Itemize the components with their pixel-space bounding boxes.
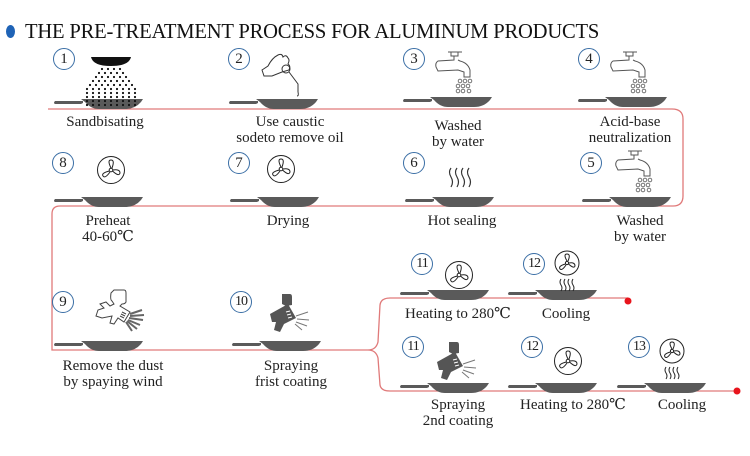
step-label-line: sodeto remove oil xyxy=(236,130,344,146)
steam-icon xyxy=(446,166,476,195)
frying-pan-icon xyxy=(398,285,490,306)
frying-pan-icon xyxy=(580,192,672,213)
air-gun-outline-icon xyxy=(92,288,147,343)
frying-pan-icon xyxy=(230,336,322,357)
step-number-badge: 3 xyxy=(403,48,425,70)
frying-pan-icon xyxy=(506,378,598,399)
frying-pan-icon xyxy=(576,92,668,113)
step-label-line: Cooling xyxy=(541,306,591,322)
sandblast-nozzle-icon xyxy=(85,53,137,118)
step-number-badge: 12 xyxy=(521,336,543,358)
step-label: Cooling xyxy=(486,306,646,322)
step-label-line: Washed xyxy=(616,213,664,229)
step-label-line: neutralization xyxy=(588,130,672,146)
step-label: Heating to 280℃ xyxy=(378,306,538,322)
step-label-line: Use caustic xyxy=(255,114,325,130)
step-label-line: by water xyxy=(431,134,485,150)
frying-pan-icon xyxy=(398,378,490,399)
step-label-line: by water xyxy=(613,229,667,245)
frying-pan-icon xyxy=(52,192,144,213)
end-dot-branch-a xyxy=(624,297,632,305)
step-number-badge: 12 xyxy=(523,253,545,275)
step-label: Drying xyxy=(208,213,368,229)
fan-icon xyxy=(96,155,126,190)
step-label-line: Drying xyxy=(266,213,310,229)
step-label-line: Spraying xyxy=(430,397,486,413)
step-number-badge: 5 xyxy=(580,152,602,174)
step-label-line: Sandbisating xyxy=(66,114,144,130)
hand-dropper-icon xyxy=(258,52,303,105)
faucet-water-icon xyxy=(609,49,657,102)
step-number-badge: 4 xyxy=(578,48,600,70)
step-label: Cooling xyxy=(602,397,750,413)
step-label-line: Heating to 280℃ xyxy=(520,397,626,413)
step-number-badge: 10 xyxy=(230,291,252,313)
page-title: THE PRE-TREATMENT PROCESS FOR ALUMINUM P… xyxy=(25,19,600,43)
step-label-line: 2nd coating xyxy=(422,413,494,429)
fan-steam-icon xyxy=(552,250,582,297)
step-number-badge: 13 xyxy=(628,336,650,358)
step-number-badge: 8 xyxy=(52,152,74,174)
step-label-line: frist coating xyxy=(254,374,328,390)
fan-steam-icon xyxy=(657,338,687,385)
step-label-line: Remove the dust xyxy=(62,358,164,374)
fan-icon xyxy=(444,260,474,295)
step-number-badge: 1 xyxy=(53,48,75,70)
step-label-line: by spaying wind xyxy=(63,374,163,390)
step-label-line: Heating to 280℃ xyxy=(405,306,511,322)
step-label: Hot sealing xyxy=(382,213,542,229)
step-number-badge: 11 xyxy=(411,253,433,275)
step-label-line: Washed xyxy=(434,118,482,134)
step-label-line: Preheat xyxy=(85,213,131,229)
step-label-line: 40-60℃ xyxy=(82,229,134,245)
faucet-water-icon xyxy=(614,148,662,201)
frying-pan-icon xyxy=(52,94,144,115)
fan-icon xyxy=(266,154,296,189)
step-label-line: Acid-base xyxy=(599,114,661,130)
frying-pan-icon xyxy=(228,192,320,213)
spray-gun-icon xyxy=(427,340,477,395)
flow-path-main xyxy=(48,108,684,351)
step-number-badge: 6 xyxy=(403,152,425,174)
frying-pan-icon xyxy=(506,285,598,306)
frying-pan-icon xyxy=(52,336,144,357)
step-label-line: Spraying xyxy=(263,358,319,374)
frying-pan-icon xyxy=(401,92,493,113)
frying-pan-icon xyxy=(227,94,319,115)
frying-pan-icon xyxy=(615,378,707,399)
step-label-line: Hot sealing xyxy=(427,213,497,229)
step-number-badge: 7 xyxy=(228,152,250,174)
title-bullet-icon xyxy=(6,25,15,38)
flow-path-branch xyxy=(367,297,735,392)
step-label-line: Cooling xyxy=(657,397,707,413)
faucet-water-icon xyxy=(434,49,482,102)
frying-pan-icon xyxy=(403,192,495,213)
step-number-badge: 2 xyxy=(228,48,250,70)
spray-gun-icon xyxy=(260,292,310,347)
step-label: Heating to 280℃ xyxy=(493,397,653,413)
fan-icon xyxy=(553,346,583,381)
step-number-badge: 9 xyxy=(52,291,74,313)
title-row: THE PRE-TREATMENT PROCESS FOR ALUMINUM P… xyxy=(6,19,611,44)
step-label: Sandbisating xyxy=(25,114,185,130)
end-dot-branch-b xyxy=(733,387,741,395)
step-number-badge: 11 xyxy=(402,336,424,358)
